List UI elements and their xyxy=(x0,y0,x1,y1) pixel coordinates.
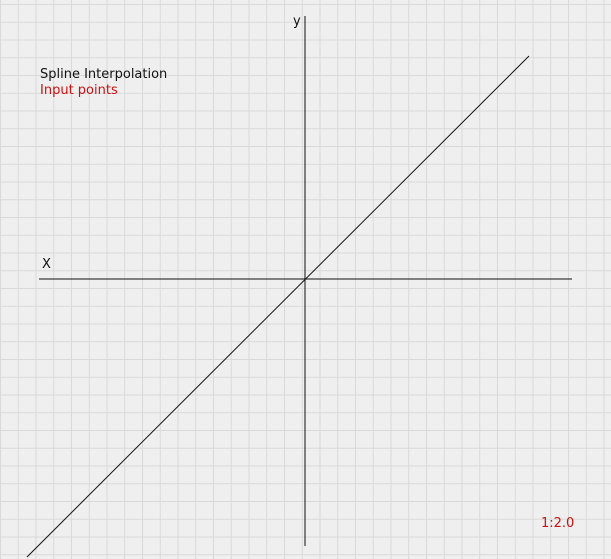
x-axis-label: X xyxy=(42,257,51,272)
y-axis-label: y xyxy=(293,14,301,29)
scale-indicator: 1:2.0 xyxy=(541,516,575,531)
spline-curve xyxy=(26,55,530,558)
plot-title: Spline Interpolation xyxy=(40,67,168,82)
input-points-label: Input points xyxy=(40,83,118,98)
